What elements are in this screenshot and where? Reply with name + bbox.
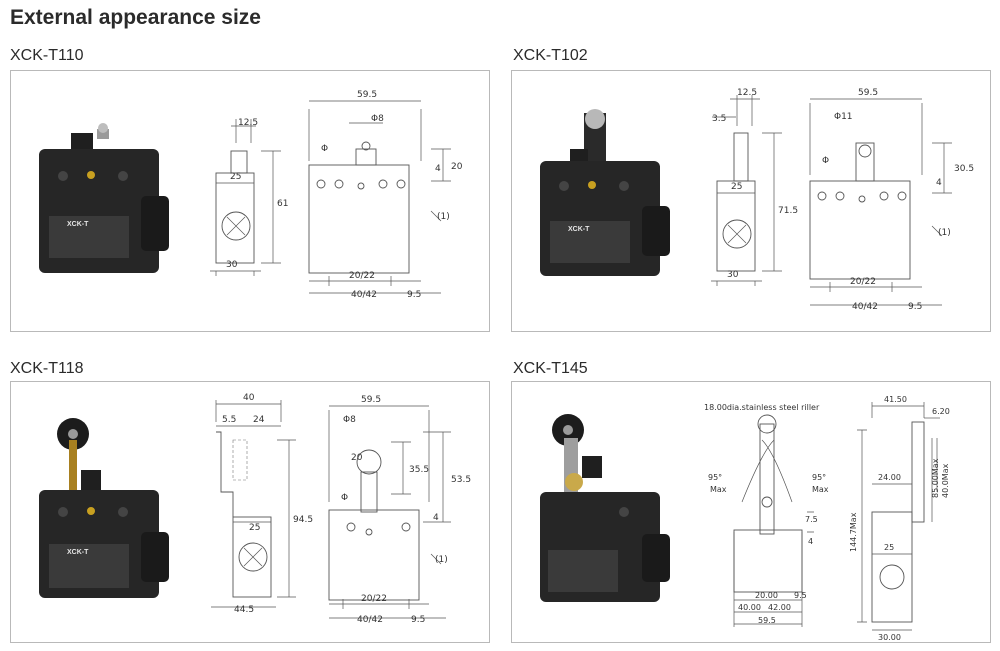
side-view-drawing: [857, 402, 940, 631]
front-view-drawing: [733, 414, 814, 627]
dimension-label: Max: [812, 485, 829, 494]
dimension-label: 40.00: [738, 603, 761, 612]
dimension-label: 25: [230, 172, 241, 182]
dimension-label: 30: [226, 260, 238, 270]
front-view-drawing: [328, 405, 451, 619]
model-label-xck-t102: XCK-T102: [513, 47, 588, 64]
dimension-label: 4: [808, 537, 813, 546]
dimension-label: (1): [437, 212, 450, 222]
dimension-label: 20/22: [361, 594, 387, 604]
dimension-label: 12.5: [238, 118, 258, 128]
dimension-label: (1): [435, 555, 448, 565]
dimension-label: 42.00: [768, 603, 791, 612]
dimension-label: 24: [253, 415, 265, 425]
model-label-xck-t145: XCK-T145: [513, 360, 588, 377]
product-photo-xck-t110: XCK-T: [39, 123, 169, 273]
side-view-drawing: [711, 95, 782, 286]
dimension-label: Φ8: [343, 415, 356, 425]
dimension-label: 95°: [812, 473, 826, 482]
dimension-label: 59.5: [361, 395, 381, 405]
dimension-label: 6.20: [932, 407, 950, 416]
dimension-label: 9.5: [908, 302, 922, 312]
model-label-xck-t110: XCK-T110: [10, 47, 84, 64]
panel-xck-t118: XCK-T 40 5.5 24 94.5 25 44.5: [10, 381, 490, 643]
dimension-label: 59.5: [858, 88, 878, 98]
panel-xck-t102: XCK-T 12.5 3.5 71.5 25 30: [511, 70, 991, 332]
dimension-label: Φ: [321, 144, 328, 154]
dimension-label: 44.5: [234, 605, 254, 615]
dimension-label: 53.5: [451, 475, 471, 485]
dimension-label: 18.00dia.stainless steel riller: [704, 403, 820, 412]
panel-xck-t110: XCK-T 12.5 61 25 30: [10, 70, 490, 332]
dimension-label: 40/42: [852, 302, 878, 312]
dimension-label: 9.5: [794, 591, 807, 600]
dimension-label: 24.00: [878, 473, 901, 482]
dimension-label: Φ11: [834, 112, 853, 122]
panel-xck-t145: 18.00dia.stainless steel riller 95° Max …: [511, 381, 991, 643]
dimension-label: 85.00Max: [931, 458, 940, 498]
dimension-label: 35.5: [409, 465, 429, 475]
dimension-label: 20/22: [349, 271, 375, 281]
dimension-label: (1): [938, 228, 951, 238]
dimension-label: 20: [351, 453, 363, 463]
dimension-label: Φ: [822, 156, 829, 166]
dimension-label: 144.7Max: [849, 512, 858, 552]
dimension-label: 40/42: [351, 290, 377, 300]
dimension-label: 4: [435, 164, 441, 174]
switch-brand-text: XCK-T: [67, 221, 89, 228]
dimension-label: 30.00: [878, 633, 901, 642]
dimension-label: 20.00: [755, 591, 778, 600]
dimension-label: 40: [243, 393, 255, 403]
front-view-drawing: [308, 100, 451, 294]
product-photo-xck-t145: [540, 414, 670, 602]
side-view-drawing: [210, 119, 281, 276]
svg-text:XCK-T: XCK-T: [568, 226, 590, 233]
dimension-label: Max: [710, 485, 727, 494]
dimension-label: 30: [727, 270, 739, 280]
dimension-label: 9.5: [411, 615, 425, 625]
dimension-label: 4: [433, 513, 439, 523]
dimension-label: 20: [451, 162, 463, 172]
dimension-label: 40/42: [357, 615, 383, 625]
model-label-xck-t118: XCK-T118: [10, 360, 84, 377]
product-photo-xck-t118: XCK-T: [39, 418, 169, 598]
dimension-label: 40.0Max: [941, 463, 950, 498]
dimension-label: 71.5: [778, 206, 798, 216]
product-photo-xck-t102: XCK-T: [540, 109, 670, 276]
page-title: External appearance size: [10, 6, 261, 29]
dimension-label: 59.5: [357, 90, 377, 100]
svg-text:XCK-T: XCK-T: [67, 549, 89, 556]
dimension-label: 25: [731, 182, 742, 192]
dimension-label: 3.5: [712, 114, 726, 124]
dimension-label: 30.5: [954, 164, 974, 174]
dimension-label: 41.50: [884, 395, 907, 404]
dimension-label: 4: [936, 178, 942, 188]
dimension-label: 9.5: [407, 290, 421, 300]
dimension-label: 7.5: [805, 515, 818, 524]
dimension-label: 59.5: [758, 616, 776, 625]
dimension-label: 94.5: [293, 515, 313, 525]
dimension-label: 25: [884, 543, 894, 552]
dimension-label: Φ: [341, 493, 348, 503]
dimension-label: 5.5: [222, 415, 236, 425]
dimension-label: Φ8: [371, 114, 384, 124]
dimension-label: 25: [249, 523, 260, 533]
side-view-drawing: [211, 400, 296, 608]
dimension-label: 61: [277, 199, 288, 209]
dimension-label: 20/22: [850, 277, 876, 287]
front-view-drawing: [809, 98, 952, 306]
dimension-label: 12.5: [737, 88, 757, 98]
dimension-label: 95°: [708, 473, 722, 482]
